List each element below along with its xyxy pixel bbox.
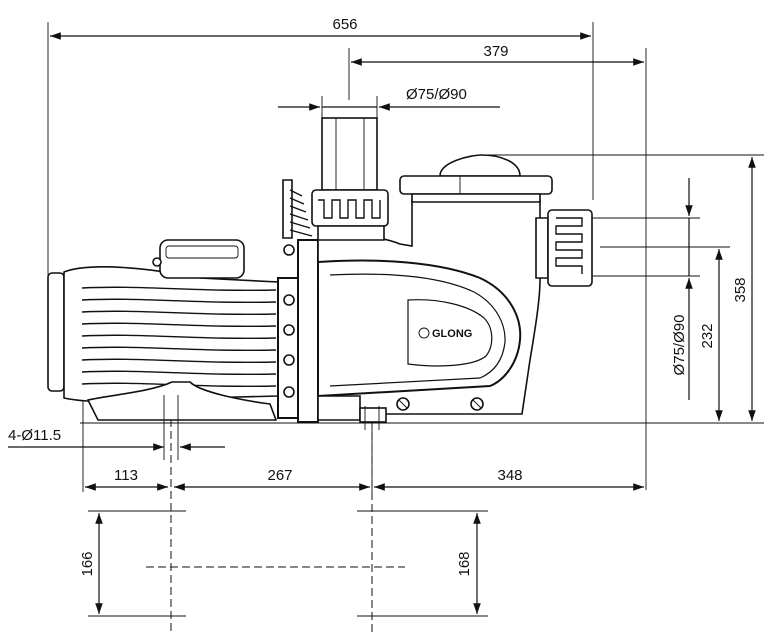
pump-side-port bbox=[535, 209, 593, 287]
rear-offset-label: 113 bbox=[114, 467, 138, 484]
brand-logo: GLONG bbox=[432, 328, 472, 340]
dim-outlet-height: 232 bbox=[600, 246, 730, 421]
dim-suction-to-end: 379 bbox=[348, 43, 647, 490]
base-width-right-label: 168 bbox=[456, 551, 473, 576]
dim-overall-length: 656 bbox=[47, 16, 594, 290]
hole-spacing-label: 267 bbox=[267, 467, 292, 484]
mounting-holes-label: 4-Ø11.5 bbox=[8, 427, 61, 444]
pump-mount-bolts bbox=[163, 395, 380, 460]
pump-motor bbox=[47, 239, 279, 421]
pump-strainer-lid bbox=[399, 154, 553, 203]
dim-mounting-holes: 4-Ø11.5 bbox=[8, 427, 225, 451]
dim-overall-height: 358 bbox=[80, 154, 764, 424]
outlet-height-label: 232 bbox=[699, 323, 716, 348]
overall-length-label: 656 bbox=[332, 16, 357, 33]
base-width-left-label: 166 bbox=[79, 551, 96, 576]
suction-to-end-label: 379 bbox=[483, 43, 508, 60]
base-plan-view: 166 168 bbox=[79, 395, 488, 635]
pump-top-port bbox=[311, 117, 389, 241]
dim-bottom-chain: 113 267 348 bbox=[82, 400, 644, 492]
overall-height-label: 358 bbox=[732, 277, 749, 302]
pump-flange bbox=[277, 179, 319, 423]
top-port-diameter-label: Ø75/Ø90 bbox=[406, 86, 467, 103]
front-offset-label: 348 bbox=[497, 467, 522, 484]
side-port-diameter-label: Ø75/Ø90 bbox=[671, 315, 688, 376]
dim-side-port-diameter: Ø75/Ø90 bbox=[592, 178, 700, 400]
